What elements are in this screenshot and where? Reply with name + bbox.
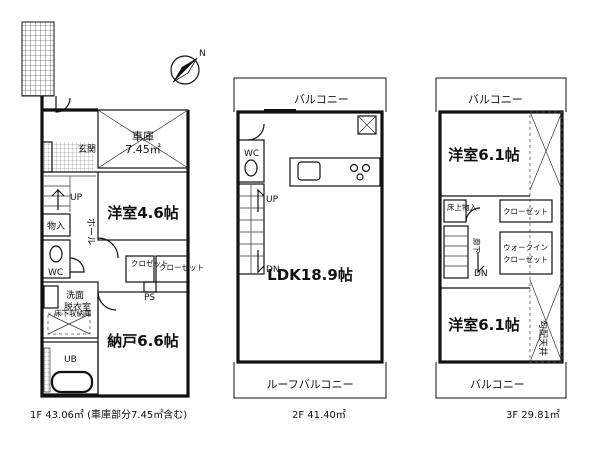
room-bottom-3f-label: 洋室6.1帖 [448, 316, 520, 334]
underfloor-cross [47, 313, 91, 335]
pipe-space [143, 281, 157, 293]
western-room-1f-door[interactable] [97, 237, 119, 259]
balcony-3f-top-label: バルコニー [468, 93, 523, 106]
entrance-label: 玄関 [78, 143, 96, 155]
balcony-2f-label: バルコニー [294, 93, 349, 106]
washroom-label-2: 脱衣室 [64, 301, 91, 313]
floor2-up-label: UP [266, 195, 279, 205]
compass: N [170, 49, 206, 85]
floor2-caption: 2F 41.40㎡ [292, 409, 346, 421]
floor-3: バルコニー 洋室6.1帖 床上物入 クローゼット 廊下 DN ウォークイン クロ… [435, 77, 567, 421]
storeroom-door[interactable] [97, 291, 117, 311]
storage-3f-label: 床上物入 [447, 202, 477, 212]
toilet-1f [49, 245, 63, 263]
closet-3f-label: クローゼット [503, 206, 548, 216]
balcony-3f-bottom-rail [435, 362, 567, 399]
storage-1f [41, 213, 71, 237]
floor-2: バルコニー WC UP DN LDK18.9帖 ルーフバルコニー 2F 41.4… [233, 77, 387, 421]
floor1-up-label: UP [70, 193, 83, 203]
storeroom-label: 納戸6.6帖 [107, 332, 179, 350]
stairs-2f-steps [238, 184, 264, 274]
stove-burner-1 [349, 163, 359, 173]
refrigerator-cross [357, 115, 377, 135]
underfloor-label: 床下収納庫 [54, 308, 92, 318]
floor1-caption: 1F 43.06㎡ (車庫部分7.45㎡含む) [30, 408, 187, 421]
wc-1f-label: WC [48, 268, 63, 278]
balcony-3f-top-rail [435, 77, 567, 112]
storage-3f [443, 199, 467, 223]
compass-n-label: N [199, 49, 206, 59]
floor-1: 車庫 7.45㎡ 玄関 UP ホール 物入 WC 洗面 脱衣室 床下収納庫 UB [21, 21, 204, 421]
kitchen-counter [289, 157, 381, 187]
stairs-1f-arrow [51, 188, 65, 210]
roof-balcony-label: ルーフバルコニー [266, 378, 353, 391]
closet-b-label: クローゼット [159, 262, 204, 272]
stairs-2f-up-arrow [257, 188, 265, 212]
floor1-outer-wall [40, 96, 190, 398]
hall-label: ホール [85, 218, 96, 245]
bathtub [50, 370, 94, 394]
stairs-3f-dn-arrow [477, 252, 485, 274]
stairs-1f [44, 175, 96, 212]
room-top-3f-label: 洋室6.1帖 [448, 146, 520, 164]
storage-3f-door[interactable] [465, 207, 481, 223]
toilet-2f [244, 159, 258, 177]
entrance-door[interactable] [55, 96, 71, 113]
closet-a-label: クロゼット [131, 258, 169, 268]
floor2-outer-wall [236, 110, 384, 364]
wc-1f [41, 239, 71, 279]
stairs-2f-dn-arrow [257, 250, 265, 274]
garage-cross [97, 109, 189, 169]
floor3-dn-label: DN [474, 269, 488, 279]
roof-balcony-rail [233, 362, 387, 399]
bathroom [41, 341, 99, 395]
garage-area [97, 109, 189, 169]
closet-3f [499, 199, 553, 223]
corridor-label: 廊下 [472, 238, 482, 253]
sink [297, 161, 321, 181]
floor3-caption: 3F 29.81㎡ [506, 409, 560, 421]
balcony-3f-bottom-label: バルコニー [470, 378, 525, 391]
closet-a [125, 255, 155, 283]
western-room-1f-label: 洋室4.6帖 [107, 204, 179, 222]
refrigerator [357, 115, 377, 135]
sloped-ceiling-lines [529, 111, 563, 363]
balcony-2f-rail [233, 77, 387, 112]
wc-2f-door[interactable] [247, 123, 265, 141]
stove-burner-3 [356, 173, 364, 181]
closet-b [155, 255, 189, 283]
wc-1f-door[interactable] [69, 257, 85, 273]
sloped-ceiling-zone [529, 111, 563, 363]
floor2-dn-label: DN [266, 265, 280, 275]
bath-label: UB [64, 355, 77, 365]
walkin-closet-label-1: ウォークイン [503, 243, 548, 252]
walkin-closet [499, 231, 553, 275]
stairs-3f-steps [444, 235, 468, 267]
washroom-label-1: 洗面 [66, 289, 84, 301]
stairs-3f [443, 225, 469, 279]
garage-label: 車庫 [132, 129, 154, 143]
garage-area-label: 7.45㎡ [125, 143, 161, 156]
vanity [43, 285, 59, 309]
porch-grid [21, 21, 55, 97]
ps-label: PS [144, 293, 155, 303]
bath-tile [43, 347, 51, 393]
underfloor-storage [47, 313, 91, 335]
stove-burner-2 [361, 163, 371, 173]
wc-2f-label: WC [244, 149, 259, 159]
storage-1f-label: 物入 [47, 220, 65, 232]
walkin-closet-label-2: クローゼット [503, 254, 548, 264]
sloped-ceiling-label: 勾配天井 [537, 320, 549, 356]
ldk-label: LDK18.9帖 [267, 266, 353, 284]
